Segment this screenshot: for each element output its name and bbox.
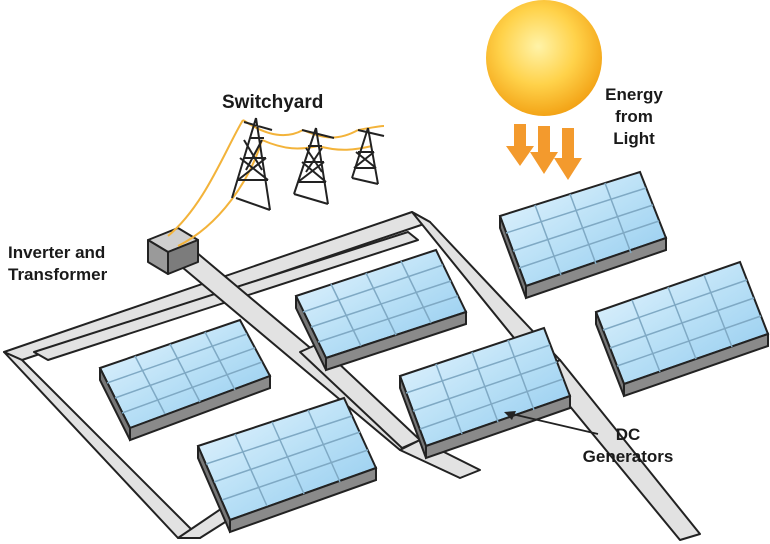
switchyard-label: Switchyard: [222, 92, 323, 113]
energy-label-line2: from: [615, 107, 653, 126]
energy-arrows: [506, 124, 582, 180]
solar-panels: [98, 170, 770, 534]
transmission-tower-icon: [351, 127, 385, 185]
dc-label-line2: Generators: [583, 447, 674, 466]
inverter-label-line2: Transformer: [8, 265, 108, 284]
dc-pointer: [504, 411, 599, 435]
solar-panel-icon: [498, 170, 668, 300]
inverter-box-icon: [147, 227, 199, 275]
solar-panel-icon: [294, 248, 468, 372]
arrow-down-icon: [506, 124, 534, 166]
solar-panel-icon: [594, 260, 770, 398]
arrow-down-icon: [554, 128, 582, 180]
transmission-tower-icon: [231, 117, 273, 211]
switchyard-towers: [231, 117, 385, 211]
inverter-label-line1: Inverter and: [8, 243, 105, 262]
dc-label-line1: DC: [616, 425, 641, 444]
arrow-down-icon: [530, 126, 558, 174]
frame-bottom-b: [399, 439, 481, 479]
solar-panel-icon: [398, 326, 572, 460]
sun-icon: [486, 0, 602, 116]
energy-label-line1: Energy: [605, 85, 663, 104]
energy-label-line3: Light: [613, 129, 655, 148]
solar-panel-icon: [196, 396, 378, 534]
transmission-tower-icon: [293, 127, 335, 205]
power-lines: [167, 119, 385, 247]
cable-frame: [3, 211, 701, 541]
solar-panel-icon: [98, 318, 272, 442]
